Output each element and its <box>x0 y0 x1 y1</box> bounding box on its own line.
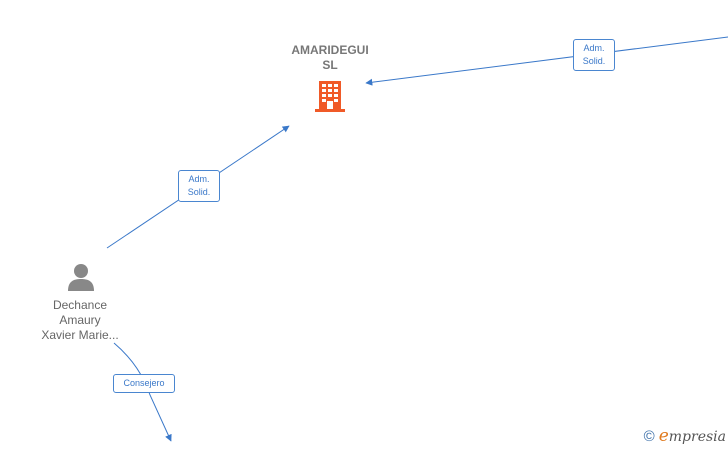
edge-label-consejero[interactable]: Consejero <box>113 374 175 393</box>
person-icon[interactable] <box>66 262 96 292</box>
edge-line-right-company <box>365 36 728 86</box>
brand-rest: mpresia <box>668 429 726 445</box>
copyright-icon: © <box>643 427 655 445</box>
person-name[interactable]: Dechance Amaury Xavier Marie... <box>41 298 119 342</box>
building-icon[interactable] <box>313 79 347 113</box>
company-name[interactable]: AMARIDEGUI SL <box>291 43 369 72</box>
edge-label-adm-solid-right[interactable]: Adm. Solid. <box>573 39 615 71</box>
edge-line-person-down <box>113 342 172 442</box>
brand-logo[interactable]: empresia <box>659 426 726 446</box>
footer-brand: © empresia <box>644 426 726 446</box>
brand-initial: e <box>658 426 669 446</box>
edge-label-adm-solid[interactable]: Adm. Solid. <box>178 170 220 202</box>
